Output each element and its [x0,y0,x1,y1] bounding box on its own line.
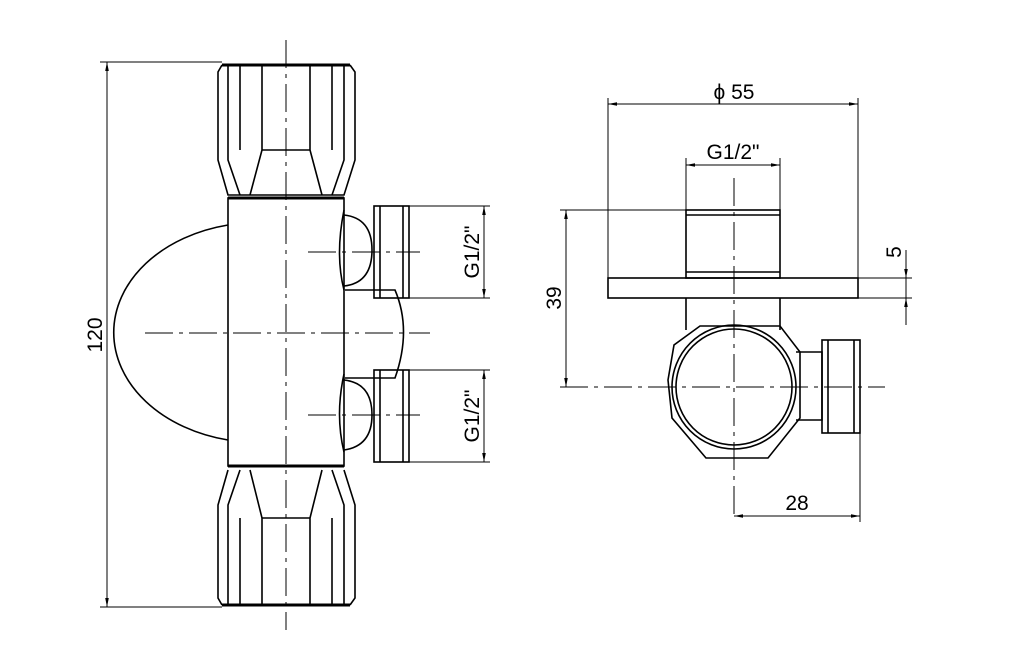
valve-body-circle [671,324,797,450]
upper-thread-label: G1/2" [461,226,484,279]
dimension-28: 28 [734,433,861,522]
flange-plate [607,277,859,299]
lower-outlet [338,369,410,463]
neck [685,298,781,330]
diameter-dim-label: ϕ 55 [714,81,755,104]
front-view: 120 G1/2" G1/2" [84,40,490,630]
lower-thread-label: G1/2" [461,390,484,443]
wall-plate-outline [112,224,229,441]
top-thread-label: G1/2" [707,141,760,164]
wall-plate-outline-right [345,289,405,379]
dimension-lower-thread: G1/2" [409,369,490,463]
dimension-diameter: ϕ 55 [607,81,859,278]
height-39-label: 39 [543,286,566,309]
top-handle [217,63,356,200]
dimension-top-thread: G1/2" [685,141,781,210]
dimension-39: 39 [543,209,686,387]
side-view: ϕ 55 G1/2" 39 5 28 [543,81,912,522]
offset-28-label: 28 [785,492,808,515]
dimension-upper-thread: G1/2" [409,205,490,299]
top-nipple [685,209,781,279]
plate-5-label: 5 [883,246,906,258]
dimension-5: 5 [858,246,912,325]
valve-body-hex [667,325,801,459]
dimension-120: 120 [84,61,222,608]
height-dim-label: 120 [84,317,107,352]
